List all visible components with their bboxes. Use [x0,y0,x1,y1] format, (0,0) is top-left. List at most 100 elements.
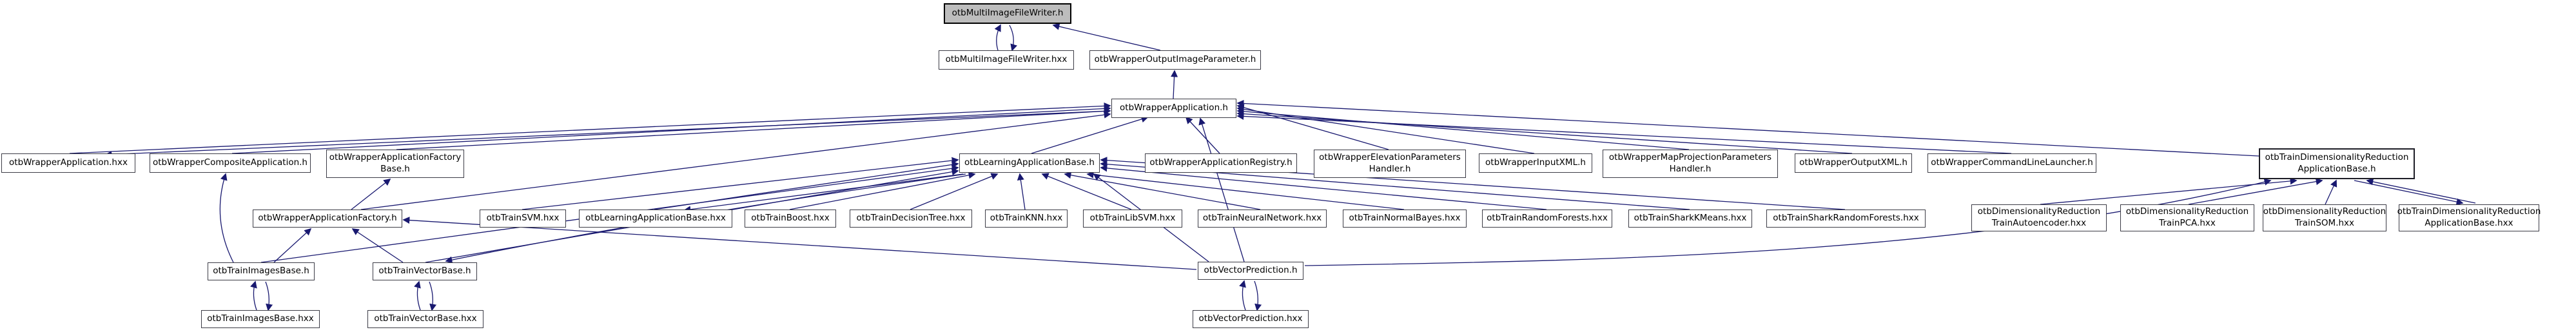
node-label: otbTrainSharkRandomForests.hxx [1773,213,1919,224]
node-train-shark-kmeans-hxx[interactable]: otbTrainSharkKMeans.hxx [1628,210,1752,228]
edge-train-neural-network-hxx-to-learning-application-base-h [1064,171,1261,210]
edge-train-libsvm-hxx-to-learning-application-base-h [1041,173,1132,210]
edge-train-boost-hxx-to-learning-application-base-h [789,171,976,210]
node-label: otbVectorPrediction.h [1204,265,1298,276]
edge-train-dimensionality-reduction-application-base-h-to-train-dimensionality-reduction-application-base-hxx [2354,180,2464,206]
node-train-vector-base-hxx[interactable]: otbTrainVectorBase.hxx [367,310,483,328]
node-multi-h[interactable]: otbMultiImageFileWriter.h [944,3,1071,24]
edge-wrapper-application-factory-base-h-to-wrapper-application-h [396,107,1111,150]
edge-wrapper-application-hxx-to-wrapper-application-h [69,102,1111,154]
node-wrapper-output-xml-h[interactable]: otbWrapperOutputXML.h [1795,153,1912,173]
edge-train-images-base-h-to-wrapper-application-factory-h [273,228,312,263]
node-wrapper-application-factory-h[interactable]: otbWrapperApplicationFactory.h [253,210,402,228]
node-label: otbWrapperApplicationRegistry.h [1149,157,1293,168]
node-label: otbWrapperInputXML.h [1485,157,1586,168]
node-label: Handler.h [1669,164,1712,174]
edge-train-dimensionality-reduction-application-base-hxx-to-train-dimensionality-reduction-application-base-h [2366,178,2476,204]
node-train-images-base-h[interactable]: otbTrainImagesBase.h [208,262,315,280]
node-train-boost-hxx[interactable]: otbTrainBoost.hxx [745,210,836,228]
node-label: ApplicationBase.hxx [2425,218,2513,228]
node-label: otbWrapperApplication.hxx [9,157,128,168]
node-multi-hxx[interactable]: otbMultiImageFileWriter.hxx [939,50,1074,70]
edge-train-vector-base-h-to-wrapper-application-factory-h [351,228,404,263]
node-label: TrainAutoencoder.hxx [1991,218,2087,228]
node-train-libsvm-hxx[interactable]: otbTrainLibSVM.hxx [1083,210,1182,228]
node-label: otbTrainDimensionalityReduction [2265,152,2409,163]
node-label: otbDimensionalityReduction [2263,206,2386,217]
node-label: otbTrainNeuralNetwork.hxx [1202,213,1322,224]
edge-learning-application-base-h-to-learning-application-base-hxx [683,173,964,213]
node-train-decision-tree-hxx[interactable]: otbTrainDecisionTree.hxx [850,210,972,228]
node-label: otbTrainDecisionTree.hxx [856,213,966,224]
node-label: otbTrainRandomForests.hxx [1487,213,1608,224]
node-label: Handler.h [1369,164,1411,174]
node-train-svm-hxx[interactable]: otbTrainSVM.hxx [480,210,566,228]
node-wrapper-output-image-parameter-h[interactable]: otbWrapperOutputImageParameter.h [1089,50,1261,70]
edge-train-images-base-h-to-wrapper-composite-application-h [219,173,234,263]
node-label: otbLearningApplicationBase.hxx [585,213,726,224]
node-train-shark-random-forests-hxx[interactable]: otbTrainSharkRandomForests.hxx [1766,210,1926,228]
node-vector-prediction-hxx[interactable]: otbVectorPrediction.hxx [1193,310,1309,328]
edge-train-normal-bayes-hxx-to-learning-application-base-h [1086,171,1405,210]
node-label: otbWrapperCompositeApplication.h [152,157,307,168]
edge-wrapper-application-factory-h-to-wrapper-application-h [360,111,1111,210]
node-label: otbTrainLibSVM.hxx [1089,213,1176,224]
node-label: otbTrainDimensionalityReduction [2397,206,2541,217]
edge-train-decision-tree-hxx-to-learning-application-base-h [910,173,999,210]
node-learning-application-base-hxx[interactable]: otbLearningApplicationBase.hxx [579,210,732,228]
edge-learning-application-base-h-to-wrapper-application-h [1031,115,1149,154]
edge-dimensionality-reduction-train-pca-hxx-to-train-dimensionality-reduction-application-base-h [2188,178,2323,205]
node-wrapper-application-h[interactable]: otbWrapperApplication.h [1111,99,1236,118]
node-label: ApplicationBase.h [2298,164,2376,174]
node-wrapper-composite-application-h[interactable]: otbWrapperCompositeApplication.h [150,153,311,173]
edge-wrapper-input-xml-h-to-wrapper-application-h [1236,105,1535,154]
node-wrapper-input-xml-h[interactable]: otbWrapperInputXML.h [1479,153,1592,173]
edge-train-random-forests-hxx-to-learning-application-base-h [1100,164,1547,210]
node-wrapper-application-registry-h[interactable]: otbWrapperApplicationRegistry.h [1145,153,1297,173]
node-label: otbWrapperApplication.h [1120,103,1228,113]
node-label: otbDimensionalityReduction [1977,206,2101,217]
node-label: otbTrainNormalBayes.hxx [1349,213,1461,224]
node-label: otbDimensionalityReduction [2125,206,2249,217]
node-label: otbWrapperApplicationFactory.h [258,213,397,224]
node-label: otbTrainKNN.hxx [990,213,1063,224]
edge-wrapper-application-registry-h-to-wrapper-application-h [1185,116,1220,154]
node-label: otbWrapperCommandLineLauncher.h [1931,157,2093,168]
node-wrapper-application-hxx[interactable]: otbWrapperApplication.hxx [1,153,135,173]
edge-train-vector-base-hxx-to-train-vector-base-h [414,280,421,311]
node-train-neural-network-hxx[interactable]: otbTrainNeuralNetwork.hxx [1198,210,1327,228]
node-label: otbVectorPrediction.hxx [1198,313,1303,324]
node-train-vector-base-h[interactable]: otbTrainVectorBase.h [373,262,477,280]
node-train-images-base-hxx[interactable]: otbTrainImagesBase.hxx [201,310,320,328]
edge-train-images-base-hxx-to-train-images-base-h [250,280,257,311]
node-label: otbWrapperMapProjectionParameters [1608,152,1772,163]
node-train-knn-hxx[interactable]: otbTrainKNN.hxx [985,210,1068,228]
node-label: TrainSOM.hxx [2294,218,2355,228]
node-label: Base.h [380,164,410,174]
node-label: otbTrainSVM.hxx [486,213,560,224]
node-learning-application-base-h[interactable]: otbLearningApplicationBase.h [959,153,1100,173]
edge-vector-prediction-h-to-wrapper-application-h [1198,117,1245,262]
edge-wrapper-command-line-launcher-h-to-wrapper-application-h [1236,112,2012,154]
node-label: TrainPCA.hxx [2159,218,2216,228]
edge-train-knn-hxx-to-learning-application-base-h [1017,173,1026,210]
node-train-random-forests-hxx[interactable]: otbTrainRandomForests.hxx [1482,210,1612,228]
node-wrapper-command-line-launcher-h[interactable]: otbWrapperCommandLineLauncher.h [1927,153,2096,173]
node-vector-prediction-h[interactable]: otbVectorPrediction.h [1198,262,1303,280]
edge-vector-prediction-h-to-vector-prediction-hxx [1254,280,1262,311]
node-train-normal-bayes-hxx[interactable]: otbTrainNormalBayes.hxx [1343,210,1467,228]
edge-wrapper-output-image-parameter-h-to-multi-h [1052,23,1161,51]
node-label: otbTrainBoost.hxx [751,213,830,224]
edge-train-dimensionality-reduction-application-base-h-to-wrapper-application-h [1236,99,2259,157]
node-label: otbMultiImageFileWriter.hxx [945,54,1068,65]
edge-multi-h-to-multi-hxx [1009,24,1017,52]
